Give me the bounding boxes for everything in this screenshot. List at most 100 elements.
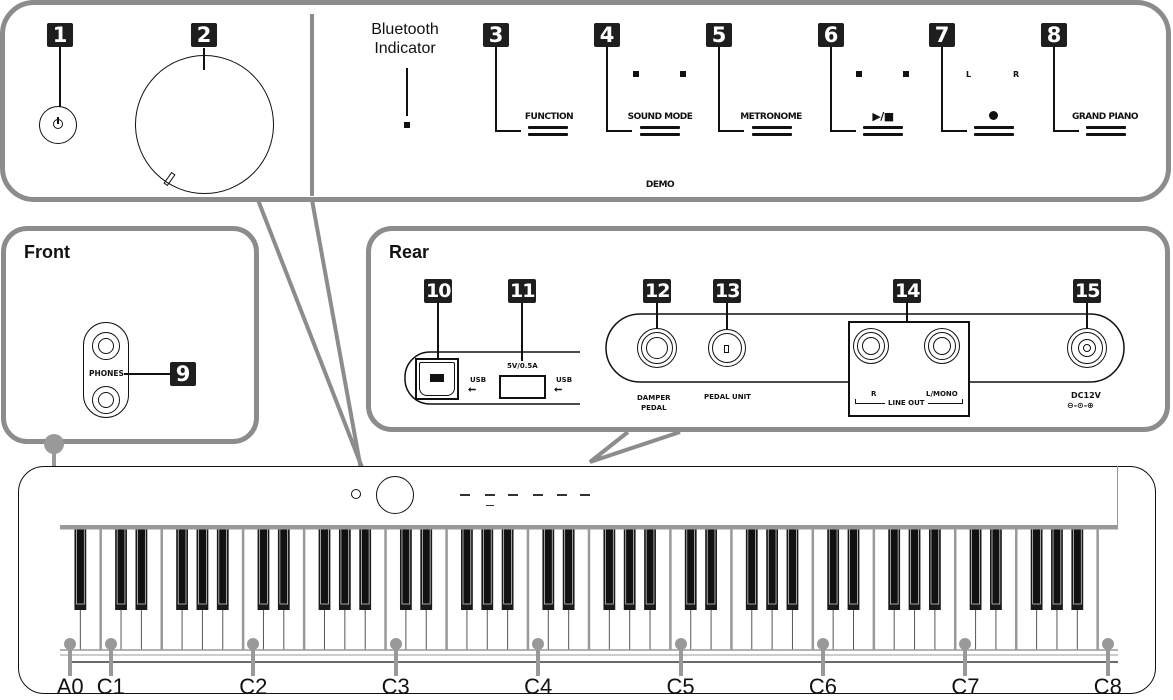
mini-power-button[interactable] bbox=[351, 489, 361, 499]
usb-b-label: USB bbox=[470, 376, 487, 384]
metronome-button-lower bbox=[752, 133, 792, 136]
key-marker-stem bbox=[393, 644, 398, 676]
line-out-l-mono-label: L/MONO bbox=[926, 390, 958, 398]
leader-line-10 bbox=[437, 303, 439, 358]
damper-pedal-label-line1: DAMPER bbox=[637, 394, 671, 402]
damper-pedal-label-line2: PEDAL bbox=[640, 404, 667, 412]
key-label-c6: C6 bbox=[808, 674, 838, 699]
line-out-r-jack-ring bbox=[857, 332, 885, 360]
record-icon bbox=[989, 111, 998, 120]
key-label-c8: C8 bbox=[1093, 674, 1122, 699]
sound-mode-button[interactable] bbox=[640, 126, 680, 129]
callout-badge-6: 6 bbox=[818, 23, 844, 47]
bluetooth-label-line1: Bluetooth bbox=[371, 21, 439, 38]
usb-a-port[interactable] bbox=[499, 375, 546, 399]
callout-badge-7: 7 bbox=[929, 23, 955, 47]
callout-badge-4: 4 bbox=[594, 23, 620, 47]
bluetooth-label: Bluetooth Indicator bbox=[350, 20, 460, 58]
leader-line-12 bbox=[656, 303, 658, 329]
bluetooth-label-line2: Indicator bbox=[374, 40, 436, 57]
key-label-c1: C1 bbox=[96, 674, 125, 699]
grand-piano-button[interactable] bbox=[1086, 126, 1126, 129]
usb-b-contacts bbox=[430, 374, 444, 382]
key-marker-stem bbox=[68, 644, 73, 676]
usb-b-port[interactable] bbox=[415, 358, 459, 400]
leader-line-1 bbox=[59, 47, 61, 107]
leader-line-6-h bbox=[830, 130, 856, 132]
damper-pedal-jack[interactable] bbox=[637, 328, 677, 368]
rear-panel-title: Rear bbox=[389, 242, 430, 262]
callout-badge-13: 13 bbox=[713, 279, 741, 303]
phones-jack-top[interactable] bbox=[92, 332, 120, 360]
pedal-unit-din-inner bbox=[712, 333, 742, 363]
damper-pedal-jack-ring bbox=[641, 332, 673, 364]
key-marker-stem bbox=[820, 644, 825, 676]
key-label-c4: C4 bbox=[524, 674, 553, 699]
line-out-l-jack[interactable] bbox=[924, 328, 960, 364]
usb-b-port-inner bbox=[419, 362, 455, 396]
callout-badge-15: 15 bbox=[1073, 279, 1101, 303]
piano-control-strip bbox=[60, 466, 1118, 526]
callout-badge-8: 8 bbox=[1041, 23, 1067, 47]
dc-power-jack-pin bbox=[1083, 344, 1091, 352]
line-out-l-jack-ring bbox=[928, 332, 956, 360]
line-out-r-jack-hole bbox=[862, 337, 880, 355]
key-marker-stem bbox=[108, 644, 113, 676]
leader-line-7 bbox=[941, 47, 943, 131]
line-out-l-jack-hole bbox=[933, 337, 951, 355]
record-button[interactable] bbox=[974, 126, 1014, 129]
callout-badge-11: 11 bbox=[508, 279, 536, 303]
usb-icon-2: ⭠ bbox=[554, 384, 562, 395]
pedal-unit-pin-key bbox=[724, 345, 729, 353]
sound-mode-button-lower bbox=[640, 133, 680, 136]
mini-volume-knob[interactable] bbox=[376, 476, 414, 514]
leader-line-15 bbox=[1086, 303, 1088, 329]
key-marker-stem bbox=[963, 644, 968, 676]
grand-piano-label: GRAND PIANO bbox=[1071, 112, 1139, 122]
dc-power-jack-ring bbox=[1071, 332, 1103, 364]
key-label-c2: C2 bbox=[239, 674, 268, 699]
volume-knob-top-mark bbox=[203, 48, 205, 70]
function-button[interactable] bbox=[528, 126, 568, 129]
record-button-lower bbox=[974, 133, 1014, 136]
leader-line-3 bbox=[495, 47, 497, 131]
demo-label: DEMO bbox=[645, 180, 675, 190]
function-label: FUNCTION bbox=[524, 112, 574, 122]
front-panel bbox=[1, 226, 259, 444]
usb-a-label: USB bbox=[556, 376, 573, 384]
phones-label: PHONES bbox=[89, 369, 124, 378]
pedal-unit-din-port[interactable] bbox=[708, 329, 746, 367]
key-marker-stem bbox=[536, 644, 541, 676]
leader-line-4 bbox=[606, 47, 608, 131]
dc-power-jack[interactable] bbox=[1067, 328, 1107, 368]
key-marker-stem bbox=[678, 644, 683, 676]
leader-line-4-h bbox=[606, 130, 632, 132]
play-stop-led-left bbox=[856, 71, 862, 77]
usb-icon-1: ⭠ bbox=[468, 384, 476, 395]
leader-line-6 bbox=[830, 47, 832, 131]
callout-badge-3: 3 bbox=[483, 23, 509, 47]
usb-a-rating: 5V/0.5A bbox=[507, 362, 538, 370]
front-panel-title: Front bbox=[24, 242, 70, 262]
phones-jack-top-inner bbox=[98, 338, 114, 354]
power-icon-stem bbox=[57, 117, 59, 124]
key-marker-stem bbox=[1105, 644, 1110, 676]
metronome-button[interactable] bbox=[752, 126, 792, 129]
callout-badge-2: 2 bbox=[191, 23, 217, 47]
pedal-unit-label: PEDAL UNIT bbox=[704, 393, 751, 401]
leader-line-14 bbox=[906, 303, 908, 323]
line-out-r-jack[interactable] bbox=[853, 328, 889, 364]
dc-power-jack-inner bbox=[1078, 339, 1096, 357]
damper-pedal-label: DAMPER PEDAL bbox=[637, 393, 671, 413]
callout-badge-1: 1 bbox=[47, 23, 73, 47]
play-stop-button[interactable] bbox=[863, 126, 903, 129]
leader-line-7-h bbox=[941, 130, 967, 132]
phones-jack-bottom[interactable] bbox=[92, 386, 120, 414]
leader-line-13 bbox=[726, 303, 728, 329]
key-label-c5: C5 bbox=[666, 674, 695, 699]
dc12v-label: DC12V bbox=[1071, 391, 1101, 400]
key-label-c7: C7 bbox=[951, 674, 980, 699]
power-button[interactable] bbox=[39, 106, 77, 144]
key-marker-stem bbox=[251, 644, 256, 676]
